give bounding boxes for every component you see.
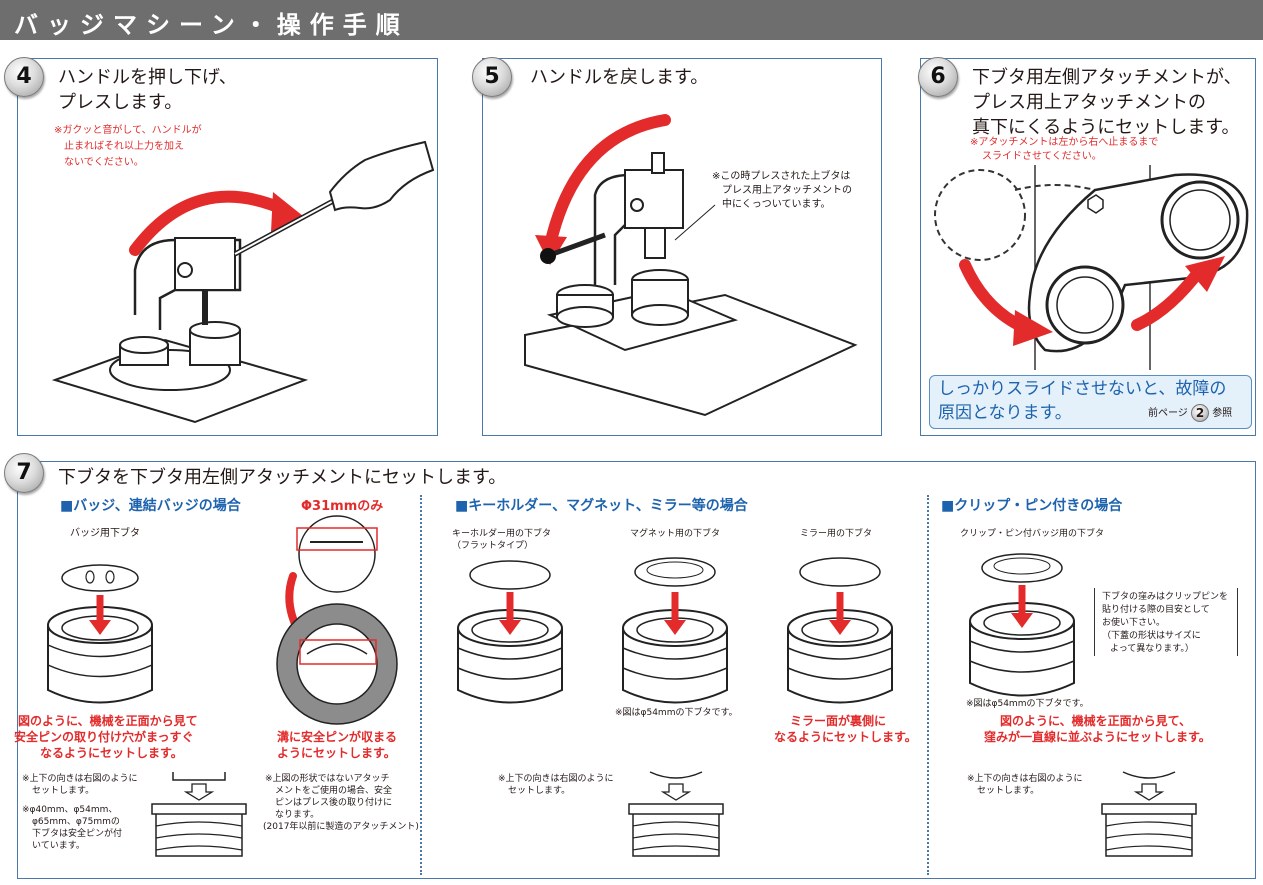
step5-text: ハンドルを戻します。 [530,67,709,88]
sec1-size-line1: ※φ40mm、φ54mm、 [22,805,118,815]
step4-note-line2: 止まればそれ以上力を加え [64,141,184,152]
section-divider-1 [420,495,422,875]
attachment-slide-illustration [934,165,1249,370]
ref-number-badge: 2 [1191,404,1209,422]
sec3-box-line5: よって異なります。） [1110,644,1194,654]
mirror-cap-on-attachment [787,557,893,704]
sec1-orient-line1: ※上下の向きは右図のように [22,774,138,784]
sec1b-instr-line1: 溝に安全ピンが収まる [277,730,398,744]
sec1-size-line3: 下ブタは安全ピンが付 [32,829,123,839]
step6-text-line2: プレス用上アタッチメントの [972,92,1206,113]
ref-prefix: 前ページ [1148,408,1188,419]
sec1-size-line2: φ65mm、φ75mmの [32,817,120,827]
badge-bottom-cap-on-attachment [47,564,153,704]
sec3-orient-line1: ※上下の向きは右図のように [967,774,1083,784]
sec1-instr-line3: なるようにセットします。 [40,746,183,760]
sec3-label: クリップ・ピン付バッジ用の下ブタ [960,529,1105,539]
step6-page-reference: 前ページ 2 参照 [1148,404,1232,422]
sec3-box-line1: 下ブタの窪みはクリップピンを [1102,592,1229,602]
sec1b-note-line3: ピンはプレス後の取り付けに [275,798,393,808]
sec3-orient-line2: セットします。 [977,786,1040,796]
31mm-cap-and-groove [276,515,398,725]
step4-note-line1: ※ガクッと音がして、ハンドルが [54,125,202,136]
sec3-instr-line1: 図のように、機械を正面から見て、 [1000,714,1192,728]
section-divider-2 [927,495,929,875]
step6-note-line2: スライドさせてください。 [982,151,1102,162]
step7-text: 下ブタを下ブタ用左側アタッチメントにセットします。 [58,467,507,488]
badge-machine-press-illustration [51,140,435,424]
step4-note-line3: ないでください。 [64,157,144,168]
step7-badge: 7 [4,453,44,493]
step5-note-line2: プレス用上アタッチメントの [722,185,852,196]
step6-note-line1: ※アタッチメントは左から右へ止まるまで [970,137,1159,148]
sec2-mirror-line1: ミラー面が裏側に [790,714,887,728]
sec3-info-box [1094,588,1238,656]
step6-text-line1: 下ブタ用左側アタッチメントが、 [972,67,1242,88]
sec1-title: ■バッジ、連結バッジの場合 [60,498,241,514]
step6-text-line3: 真下にくるようにセットします。 [972,117,1240,138]
orientation-diagram-1 [151,772,247,857]
sec1b-note-line5: (2017年以前に製造のアタッチメント) [263,822,419,832]
ref-suffix: 参照 [1212,408,1233,419]
page-header: バッジマシーン・操作手順 [0,0,1263,40]
magnet-cap-on-attachment [622,557,728,704]
sec1b-note-line2: メントをご使用の場合、安全 [275,786,393,796]
sec2-mirror-line2: なるようにセットします。 [774,730,917,744]
sec2-label-mirror: ミラー用の下ブタ [800,529,873,539]
step5-note-line3: 中にくっついています。 [722,199,831,210]
orientation-diagram-2 [628,771,724,857]
sec1-orient-line2: セットします。 [32,786,95,796]
sec3-title: ■クリップ・ピン付きの場合 [941,498,1123,514]
step6-badge: 6 [918,57,958,97]
sec1-size-line4: いています。 [32,841,85,851]
sec3-instr-line2: 窪みが一直線に並ぶようにセットします。 [984,730,1211,744]
step6-callout-line2: 原因となります。 [938,403,1072,423]
sec2-label-mag: マグネット用の下ブタ [630,529,721,539]
sec1-instr-line1: 図のように、機械を正面から見て [18,714,198,728]
sec3-fig-note: ※図はφ54mmの下ブタです。 [966,699,1089,709]
sec2-title: ■キーホルダー、マグネット、ミラー等の場合 [455,498,748,514]
sec2-fig-note: ※図はφ54mmの下ブタです。 [615,708,738,718]
step4-badge: 4 [4,57,44,97]
step6-callout-line1: しっかりスライドさせないと、故障の [938,379,1227,399]
sec3-box-line3: お使い下さい。 [1102,618,1166,628]
step4-text-line2: プレスします。 [58,92,183,113]
keyholder-cap-on-attachment [457,560,563,704]
step5-badge: 5 [472,57,512,97]
sec2-label-key2: （フラットタイプ） [452,541,534,551]
sec3-box-line4: （下蓋の形状はサイズに [1102,631,1201,641]
sec1b-title: Φ31mmのみ [301,499,384,514]
sec1b-instr-line2: ようにセットします。 [277,746,396,760]
sec2-label-key1: キーホルダー用の下ブタ [452,529,552,539]
sec1b-note-line4: なります。 [275,810,320,820]
handle-return-illustration [524,114,858,417]
page-title: バッジマシーン・操作手順 [14,11,409,39]
sec1-label: バッジ用下ブタ [70,528,140,539]
clip-pin-cap-on-attachment [969,553,1075,697]
step5-note-line1: ※この時プレスされた上ブタは [712,171,851,182]
orientation-diagram-3 [1101,771,1197,857]
sec2-orient-line1: ※上下の向きは右図のように [498,774,614,784]
sec3-box-line2: 貼り付ける際の目安として [1102,605,1210,615]
sec1-instr-line2: 安全ピンの取り付け穴がまっすぐ [14,730,194,744]
step4-text-line1: ハンドルを押し下げ、 [58,67,237,88]
sec2-orient-line2: セットします。 [508,786,571,796]
sec1b-note-line1: ※上図の形状ではないアタッチ [265,774,390,784]
